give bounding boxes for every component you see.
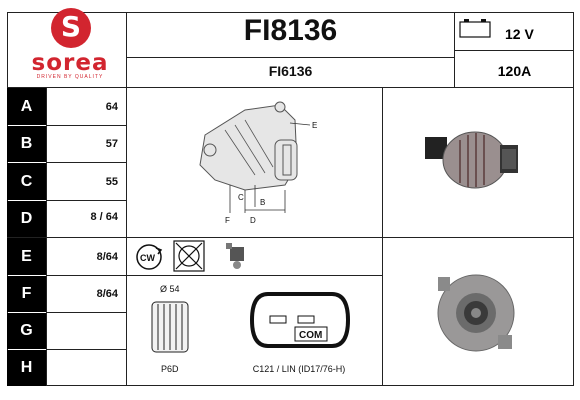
alternator-photo-side	[425, 131, 518, 189]
part-number: FI8136	[243, 14, 338, 47]
divider	[46, 349, 126, 350]
spec-label: A	[7, 88, 46, 125]
dim-label-b: B	[260, 198, 265, 207]
brand-tagline: DRIVEN BY QUALITY	[36, 74, 104, 80]
divider	[46, 275, 126, 276]
alt-part-number: FI6136	[268, 63, 313, 79]
dim-label-f: F	[225, 216, 230, 225]
divider	[46, 162, 126, 163]
spec-label: G	[7, 313, 46, 349]
spec-value: 55	[105, 176, 118, 188]
spec-label: D	[7, 201, 46, 237]
spec-label: F	[7, 276, 46, 312]
pulley-type: P6D	[161, 364, 179, 374]
spec-label: E	[7, 238, 46, 275]
battery-icon	[459, 19, 491, 38]
dim-label-e: E	[312, 121, 317, 130]
spec-value: 8/64	[96, 288, 118, 300]
voltage: 12 V	[505, 26, 534, 42]
divider	[7, 87, 574, 88]
no-vacuum-pump-icon	[173, 240, 205, 272]
divider	[454, 50, 574, 51]
divider	[7, 237, 574, 238]
logo-letter: S	[60, 10, 82, 43]
brand-logo	[51, 8, 91, 48]
connector-plug-icon: COM	[249, 292, 351, 348]
spec-label: C	[7, 163, 46, 200]
divider	[46, 312, 126, 313]
divider	[126, 57, 454, 58]
alternator-photo-front	[437, 274, 515, 352]
dim-label-c: C	[238, 193, 244, 202]
pulley-diameter: Ø 54	[160, 284, 180, 294]
spec-value: 8/64	[96, 251, 118, 263]
connector-label: COM	[299, 330, 322, 341]
alternator-dimension-drawing: E C B F D	[199, 101, 317, 225]
divider	[46, 87, 47, 386]
brand-name: sorea	[31, 50, 109, 76]
spec-value: 8 / 64	[90, 211, 118, 223]
spec-label: H	[7, 350, 46, 386]
connector-caption: C121 / LIN (ID17/76-H)	[252, 364, 346, 374]
amperage: 120A	[497, 63, 532, 79]
divider	[126, 12, 127, 386]
spec-label: B	[7, 126, 46, 162]
spec-value: 57	[105, 138, 118, 150]
dim-label-d: D	[250, 216, 256, 225]
divider	[382, 87, 383, 386]
pulley-drawing	[151, 301, 189, 353]
rotation-cw-icon: CW	[136, 244, 163, 270]
divider	[454, 12, 455, 87]
divider	[126, 275, 382, 276]
divider	[46, 200, 126, 201]
divider	[46, 125, 126, 126]
spec-value: 64	[105, 101, 118, 113]
regulator-icon	[226, 243, 244, 269]
rotation-label: CW	[140, 253, 155, 263]
